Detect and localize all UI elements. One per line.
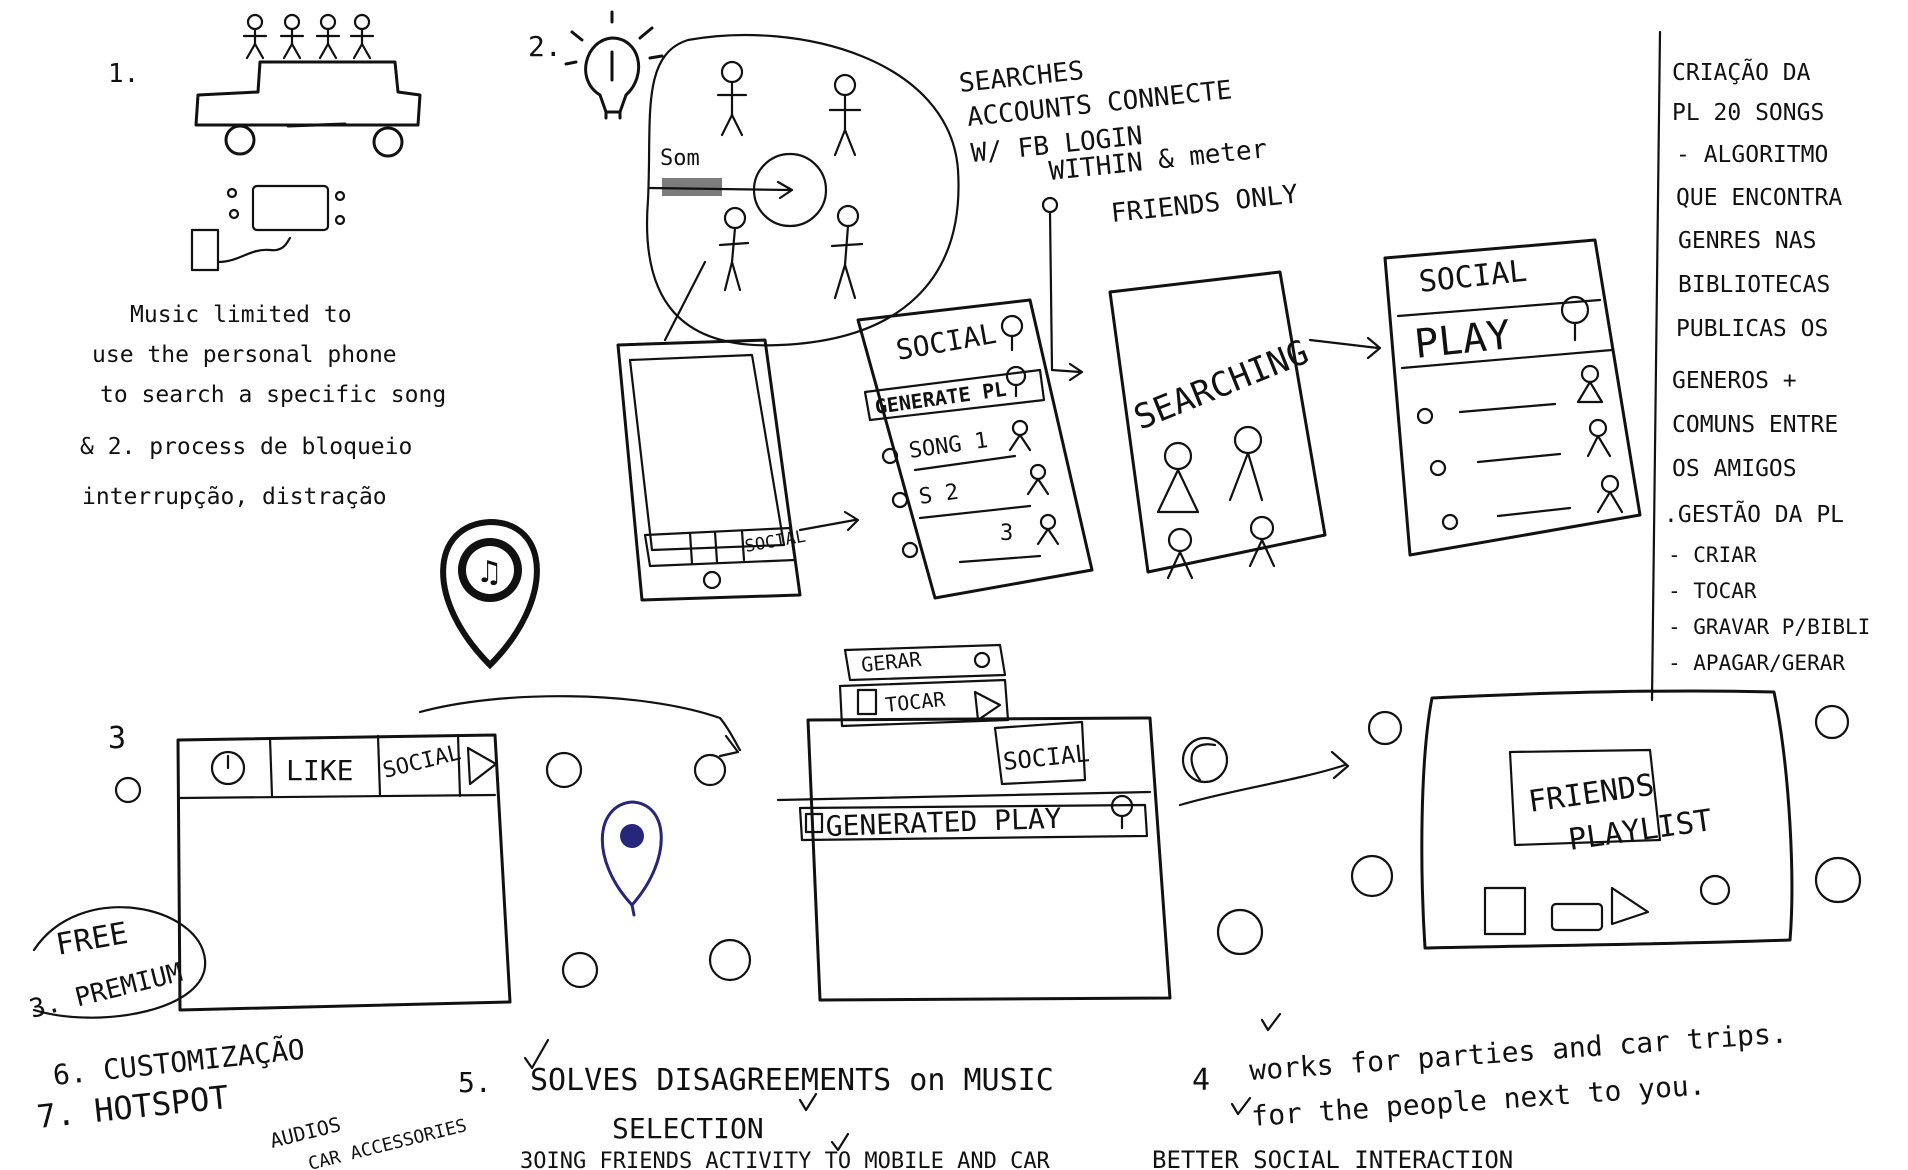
arrow <box>1178 750 1350 807</box>
social-play-title: SOCIAL <box>1417 254 1528 300</box>
location-pin-icon <box>1000 314 1024 352</box>
social-screen-title: SOCIAL <box>893 317 998 367</box>
note-5-line-2: SELECTION <box>612 1112 764 1145</box>
social-tab[interactable]: SOCIAL <box>1002 739 1091 776</box>
person-icon <box>1008 419 1060 546</box>
side-note-11: - CRIAR <box>1668 543 1757 567</box>
check-icon <box>1230 1096 1252 1116</box>
side-notes: CRIAÇÃO DA PL 20 SONGS - ALGORITMO QUE E… <box>1664 58 1870 675</box>
check-icon <box>1260 1012 1282 1032</box>
blue-location-pin-icon <box>600 800 663 917</box>
people-circles <box>545 704 1862 989</box>
note-line-2: use the personal phone <box>92 342 397 368</box>
people-icon <box>716 60 864 300</box>
generated-play-label[interactable]: GENERATED PLAY <box>825 802 1062 843</box>
friends-label: FRIENDS <box>1526 768 1656 820</box>
section-1-number: 1. <box>108 59 139 89</box>
section-2: 2. Som SEARCHES A <box>528 10 1642 602</box>
section-3-number: 3 <box>108 721 126 756</box>
crowd-network-diagram: Som <box>645 33 960 347</box>
side-note-5: BIBLIOTECAS <box>1678 272 1830 298</box>
side-note-14: - APAGAR/GERAR <box>1668 651 1845 675</box>
note-4-number: 4 <box>1192 1063 1210 1098</box>
phone-social-tab[interactable]: SOCIAL <box>743 527 807 557</box>
side-note-13: - GRAVAR P/BIBLI <box>1668 615 1870 639</box>
section-1: 1. Music limited to u <box>80 13 446 510</box>
car-screen-tabs: LIKE SOCIAL <box>176 695 742 1012</box>
song-row-2[interactable]: S 2 <box>917 480 960 510</box>
note-line-4: & 2. process de bloqueio <box>80 434 412 460</box>
arrow <box>1190 743 1217 782</box>
playlist-rows <box>1416 364 1624 531</box>
side-note-4: GENRES NAS <box>1678 228 1816 254</box>
side-note-6: PUBLICAS OS <box>1676 316 1828 342</box>
tocar-button[interactable]: TOCAR <box>884 687 947 717</box>
note-4-line-3: BETTER SOCIAL INTERACTION <box>1152 1146 1513 1170</box>
person-icon <box>1576 364 1624 514</box>
side-note-1: PL 20 SONGS <box>1672 100 1824 126</box>
phone-screen-searching: SEARCHING <box>1108 270 1382 580</box>
pin-icon <box>1560 295 1590 342</box>
note-5-line-3: 3OING FRIENDS ACTIVITY TO MOBILE AND CAR <box>520 1149 1051 1170</box>
radio-icon[interactable] <box>1550 902 1604 932</box>
people-icon <box>1156 425 1276 580</box>
note-line-5: interrupção, distração <box>82 484 387 510</box>
premium-label: 3. PREMIUM <box>26 958 185 1025</box>
phone-screen-home: SOCIAL <box>616 338 860 602</box>
music-location-pin-icon: ♫ <box>440 518 540 670</box>
check-icon <box>798 1092 850 1152</box>
music-note-glyph: ♫ <box>476 555 503 590</box>
section-2-number: 2. <box>528 30 562 63</box>
play-icon[interactable] <box>466 746 498 786</box>
note-4-line-1: works for parties and car trips. <box>1248 1016 1788 1087</box>
bottom-notes: 6. CUSTOMIZAÇÃO 7. HOTSPOT AUDIOS CAR AC… <box>35 1012 1789 1170</box>
stop-icon[interactable] <box>1483 886 1527 936</box>
crowd-label: Som <box>660 146 700 171</box>
side-note-10: .GESTÃO DA PL <box>1664 500 1844 528</box>
song-list: SONG 1 S 2 3 <box>881 419 1060 564</box>
audio-note: AUDIOS <box>267 1112 343 1153</box>
pin-icon <box>1005 365 1027 398</box>
side-note-3: QUE ENCONTRA <box>1676 185 1842 211</box>
car-icon <box>194 60 422 158</box>
side-note-2: - ALGORITMO <box>1676 142 1828 168</box>
note-line-3: to search a specific song <box>100 382 446 408</box>
note-5-number: 5. <box>458 1066 492 1099</box>
side-note-12: - TOCAR <box>1668 579 1757 603</box>
play-icon[interactable] <box>1610 886 1650 926</box>
check-icon <box>523 1038 550 1070</box>
song-row-1[interactable]: SONG 1 <box>907 428 989 464</box>
clock-icon <box>210 750 246 786</box>
divider-line <box>1650 30 1662 702</box>
gerar-button[interactable]: GERAR <box>860 647 923 677</box>
note-line-1: Music limited to <box>130 302 352 328</box>
search-note: SEARCHES ACCOUNTS CONNECTE W/ FB LOGIN W… <box>958 56 1300 229</box>
lightbulb-icon <box>564 10 664 120</box>
car-screen-generated: SOCIAL GENERATED PLAY <box>776 716 1172 1002</box>
tab-like[interactable]: LIKE <box>286 754 353 787</box>
car-screen-friends-playlist: FRIENDS PLAYLIST <box>1420 689 1794 950</box>
phone-screen-social: SOCIAL GENERATE PL SONG 1 S 2 3 <box>856 298 1094 600</box>
side-note-9: OS AMIGOS <box>1672 456 1797 482</box>
stacked-action-buttons: GERAR TOCAR <box>838 643 1010 728</box>
free-label: FREE <box>53 916 130 963</box>
side-note-0: CRIAÇÃO DA <box>1672 58 1811 86</box>
note-5-line-1: SOLVES DISAGREEMENTS on MUSIC <box>530 1063 1054 1098</box>
search-note-line-5: FRIENDS ONLY <box>1110 179 1300 229</box>
side-note-7: GENEROS + <box>1672 368 1797 394</box>
section-3: 3 ♫ LIKE SOCIAL FREE 3. PREMIUM <box>26 518 1862 1025</box>
side-note-8: COMUNS ENTRE <box>1672 412 1838 438</box>
section-1-note: Music limited to use the personal phone … <box>80 302 446 510</box>
phone-screen-social-play: SOCIAL PLAY <box>1383 238 1642 557</box>
stick-figures-icon <box>242 13 375 60</box>
pin-icon <box>1110 794 1134 830</box>
phone-cable-icon <box>190 184 346 272</box>
song-row-3[interactable]: 3 <box>1000 521 1013 546</box>
searching-title: SEARCHING <box>1128 332 1314 438</box>
tab-social[interactable]: SOCIAL <box>380 740 463 783</box>
social-play-subtitle: PLAY <box>1412 312 1513 368</box>
